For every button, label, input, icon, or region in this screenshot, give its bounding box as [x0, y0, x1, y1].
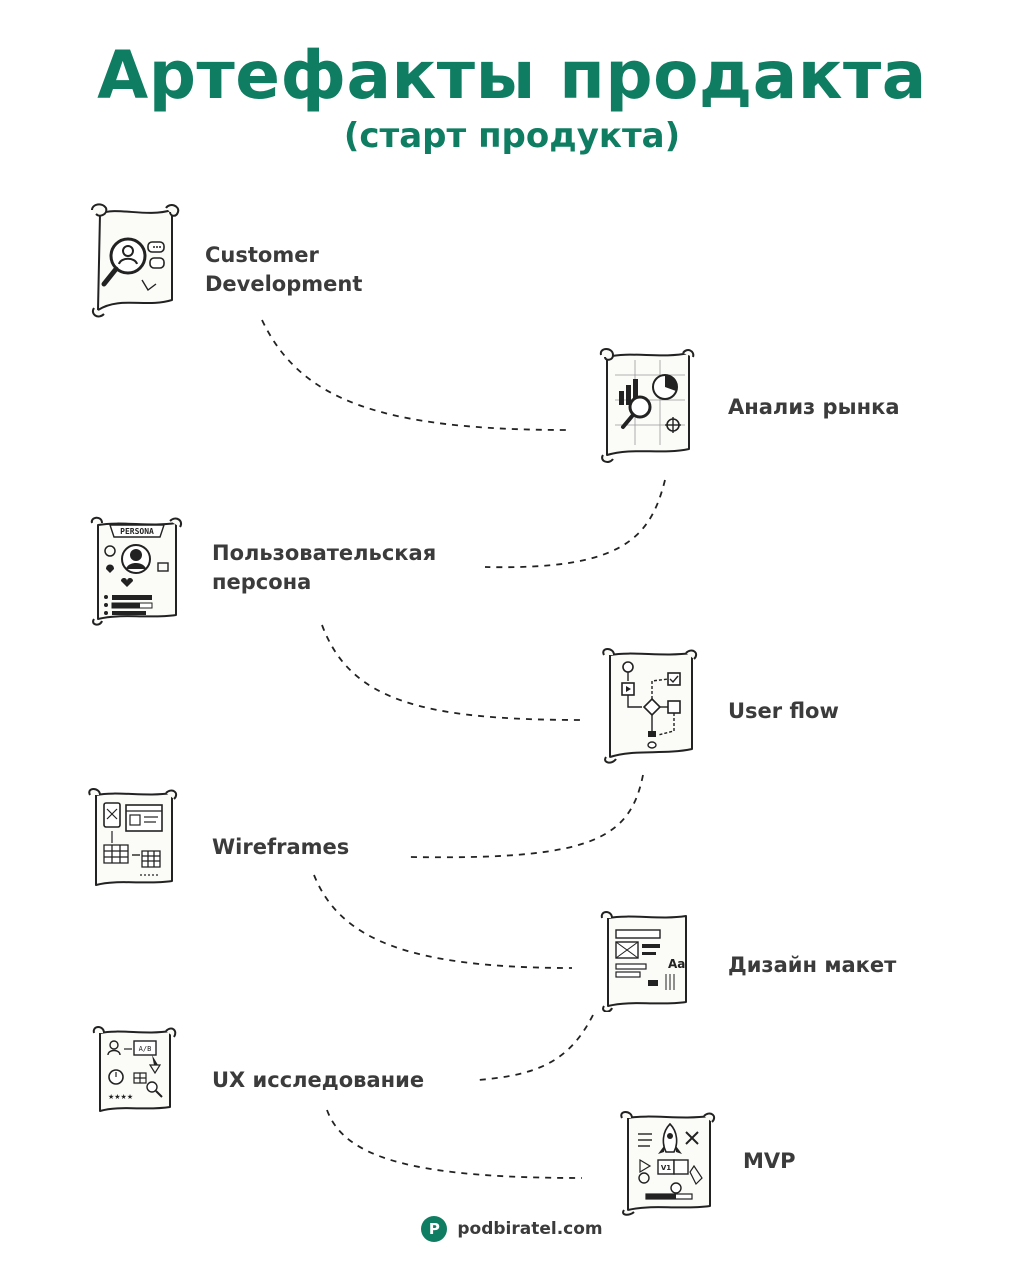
connector-3-4 [321, 624, 583, 721]
connector-5-6 [313, 874, 573, 969]
ux-research-scroll-icon: A/B ★★★★ [90, 1025, 178, 1121]
connector-6-7 [477, 1014, 594, 1081]
customer-development-scroll-icon [86, 200, 184, 324]
design-mockup-scroll-icon: Aa [598, 910, 694, 1016]
page-subtitle: (старт продукта) [343, 116, 681, 156]
persona-scroll-icon: PERSONA [88, 515, 184, 631]
podbiratel-logo-icon: P [421, 1216, 448, 1242]
step-label-user-flow: User flow [728, 699, 839, 723]
mvp-version-text: V1 [661, 1164, 671, 1172]
footer-brand-link[interactable]: podbiratel.com [457, 1219, 603, 1239]
connector-4-5 [409, 774, 644, 859]
logo-letter: P [428, 1220, 440, 1238]
user-flow-scroll-icon [598, 645, 700, 769]
step-label-persona: Пользовательская персона [212, 541, 437, 594]
step-label-ux-research: UX исследование [212, 1068, 425, 1092]
step-label-customer-development: Customer Development [205, 243, 363, 296]
wireframes-scroll-icon [84, 785, 180, 895]
step-label-wireframes: Wireframes [212, 835, 350, 859]
mockup-typography-text: Aa [668, 957, 685, 971]
svg-text:★★★★: ★★★★ [108, 1093, 133, 1101]
page-title: Артефакты продакта [97, 37, 927, 114]
connector-1-2 [261, 319, 569, 431]
step-label-market-analysis: Анализ рынка [728, 395, 900, 419]
mvp-scroll-icon: V1 [616, 1108, 718, 1220]
persona-banner-text: PERSONA [120, 527, 154, 536]
step-label-mvp: MVP [743, 1149, 796, 1173]
market-analysis-scroll-icon [595, 345, 697, 469]
connector-2-3 [484, 479, 666, 569]
connector-7-8 [326, 1109, 583, 1179]
step-label-design-mockup: Дизайн макет [728, 953, 897, 977]
footer: P podbiratel.com [0, 1216, 1024, 1242]
ab-test-text: A/B [139, 1045, 152, 1053]
